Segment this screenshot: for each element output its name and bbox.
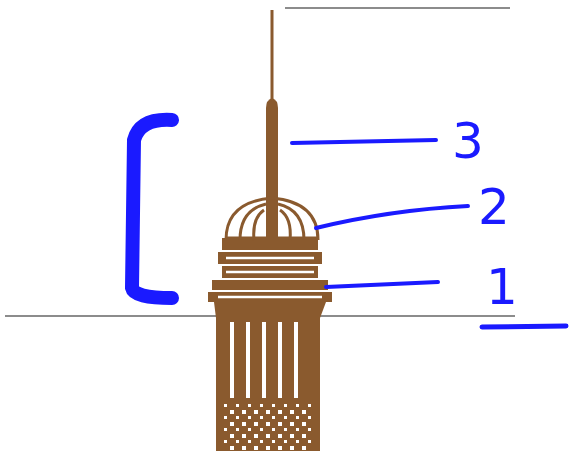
tower [208, 10, 332, 451]
shaft [214, 302, 326, 451]
dome [226, 198, 318, 240]
callout-number: 2 [478, 182, 510, 232]
top-line [285, 7, 510, 9]
bracket [132, 120, 172, 298]
antenna [271, 10, 274, 102]
lattice-texture [224, 402, 312, 451]
tower-detail [218, 258, 322, 398]
underline [482, 326, 566, 327]
callout-number: 1 [486, 262, 518, 312]
spire [266, 98, 278, 240]
leader-line [316, 206, 468, 228]
leader-line [326, 282, 438, 287]
callout-number: 3 [452, 116, 484, 166]
leader-line [292, 140, 436, 143]
annotations [132, 120, 566, 327]
